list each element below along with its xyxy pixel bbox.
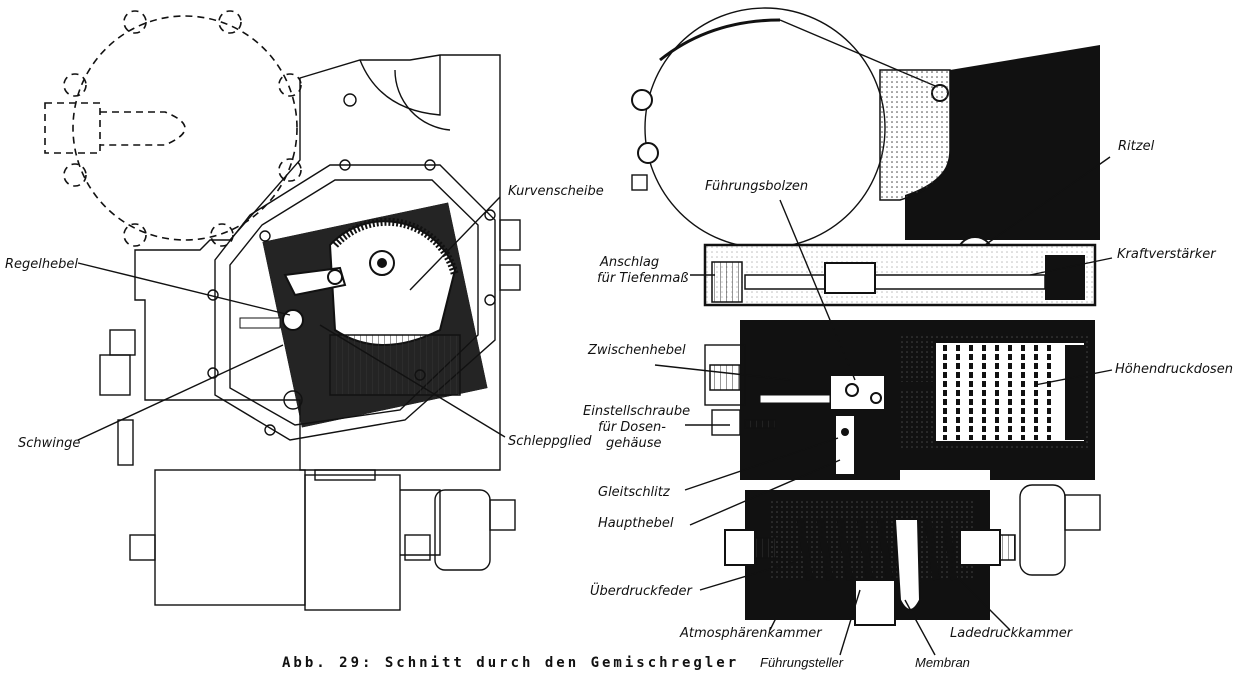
dashed-flange: [44, 10, 302, 247]
label-einstellschraube-3: gehäuse: [606, 436, 661, 451]
label-haupthebel: Haupthebel: [598, 516, 674, 531]
cam-disc: [328, 217, 459, 346]
left-view: [44, 10, 521, 611]
aneroid-capsules: [934, 341, 1086, 443]
label-schleppglied: Schleppglied: [508, 434, 592, 449]
label-hoehendruckdosen: Höhendruckdosen: [1115, 362, 1233, 377]
label-zwischenhebel: Zwischenhebel: [587, 343, 686, 358]
label-membran: Membran: [915, 655, 970, 670]
leader-lines: [77, 156, 1113, 656]
label-atmosphaerenkammer: Atmosphärenkammer: [679, 626, 823, 641]
label-einstellschraube-2: für Dosen-: [598, 420, 666, 435]
label-anschlag-2: für Tiefenmaß: [597, 271, 688, 286]
figure-caption: Abb. 29: Schnitt durch den Gemischregler: [282, 655, 739, 671]
label-kraftverstaerker: Kraftverstärker: [1117, 247, 1217, 262]
right-view: [631, 7, 1101, 626]
label-fuehrungsbolzen: Führungsbolzen: [705, 179, 808, 194]
label-ueberdruckfeder: Überdruckfeder: [590, 582, 693, 599]
label-fuehrungsteller: Führungsteller: [760, 655, 844, 670]
label-schwinge: Schwinge: [18, 436, 80, 451]
label-gleitschlitz: Gleitschlitz: [598, 485, 671, 500]
label-kurvenscheibe: Kurvenscheibe: [508, 184, 604, 199]
labels: Kurvenscheibe Regelhebel Schwinge Schlep…: [5, 139, 1233, 671]
label-ritzel: Ritzel: [1118, 139, 1155, 154]
label-anschlag-1: Anschlag: [599, 255, 659, 270]
label-einstellschraube-1: Einstellschraube: [583, 404, 690, 419]
label-regelhebel: Regelhebel: [5, 257, 78, 272]
label-ladedruckkammer: Ladedruckkammer: [950, 626, 1074, 641]
